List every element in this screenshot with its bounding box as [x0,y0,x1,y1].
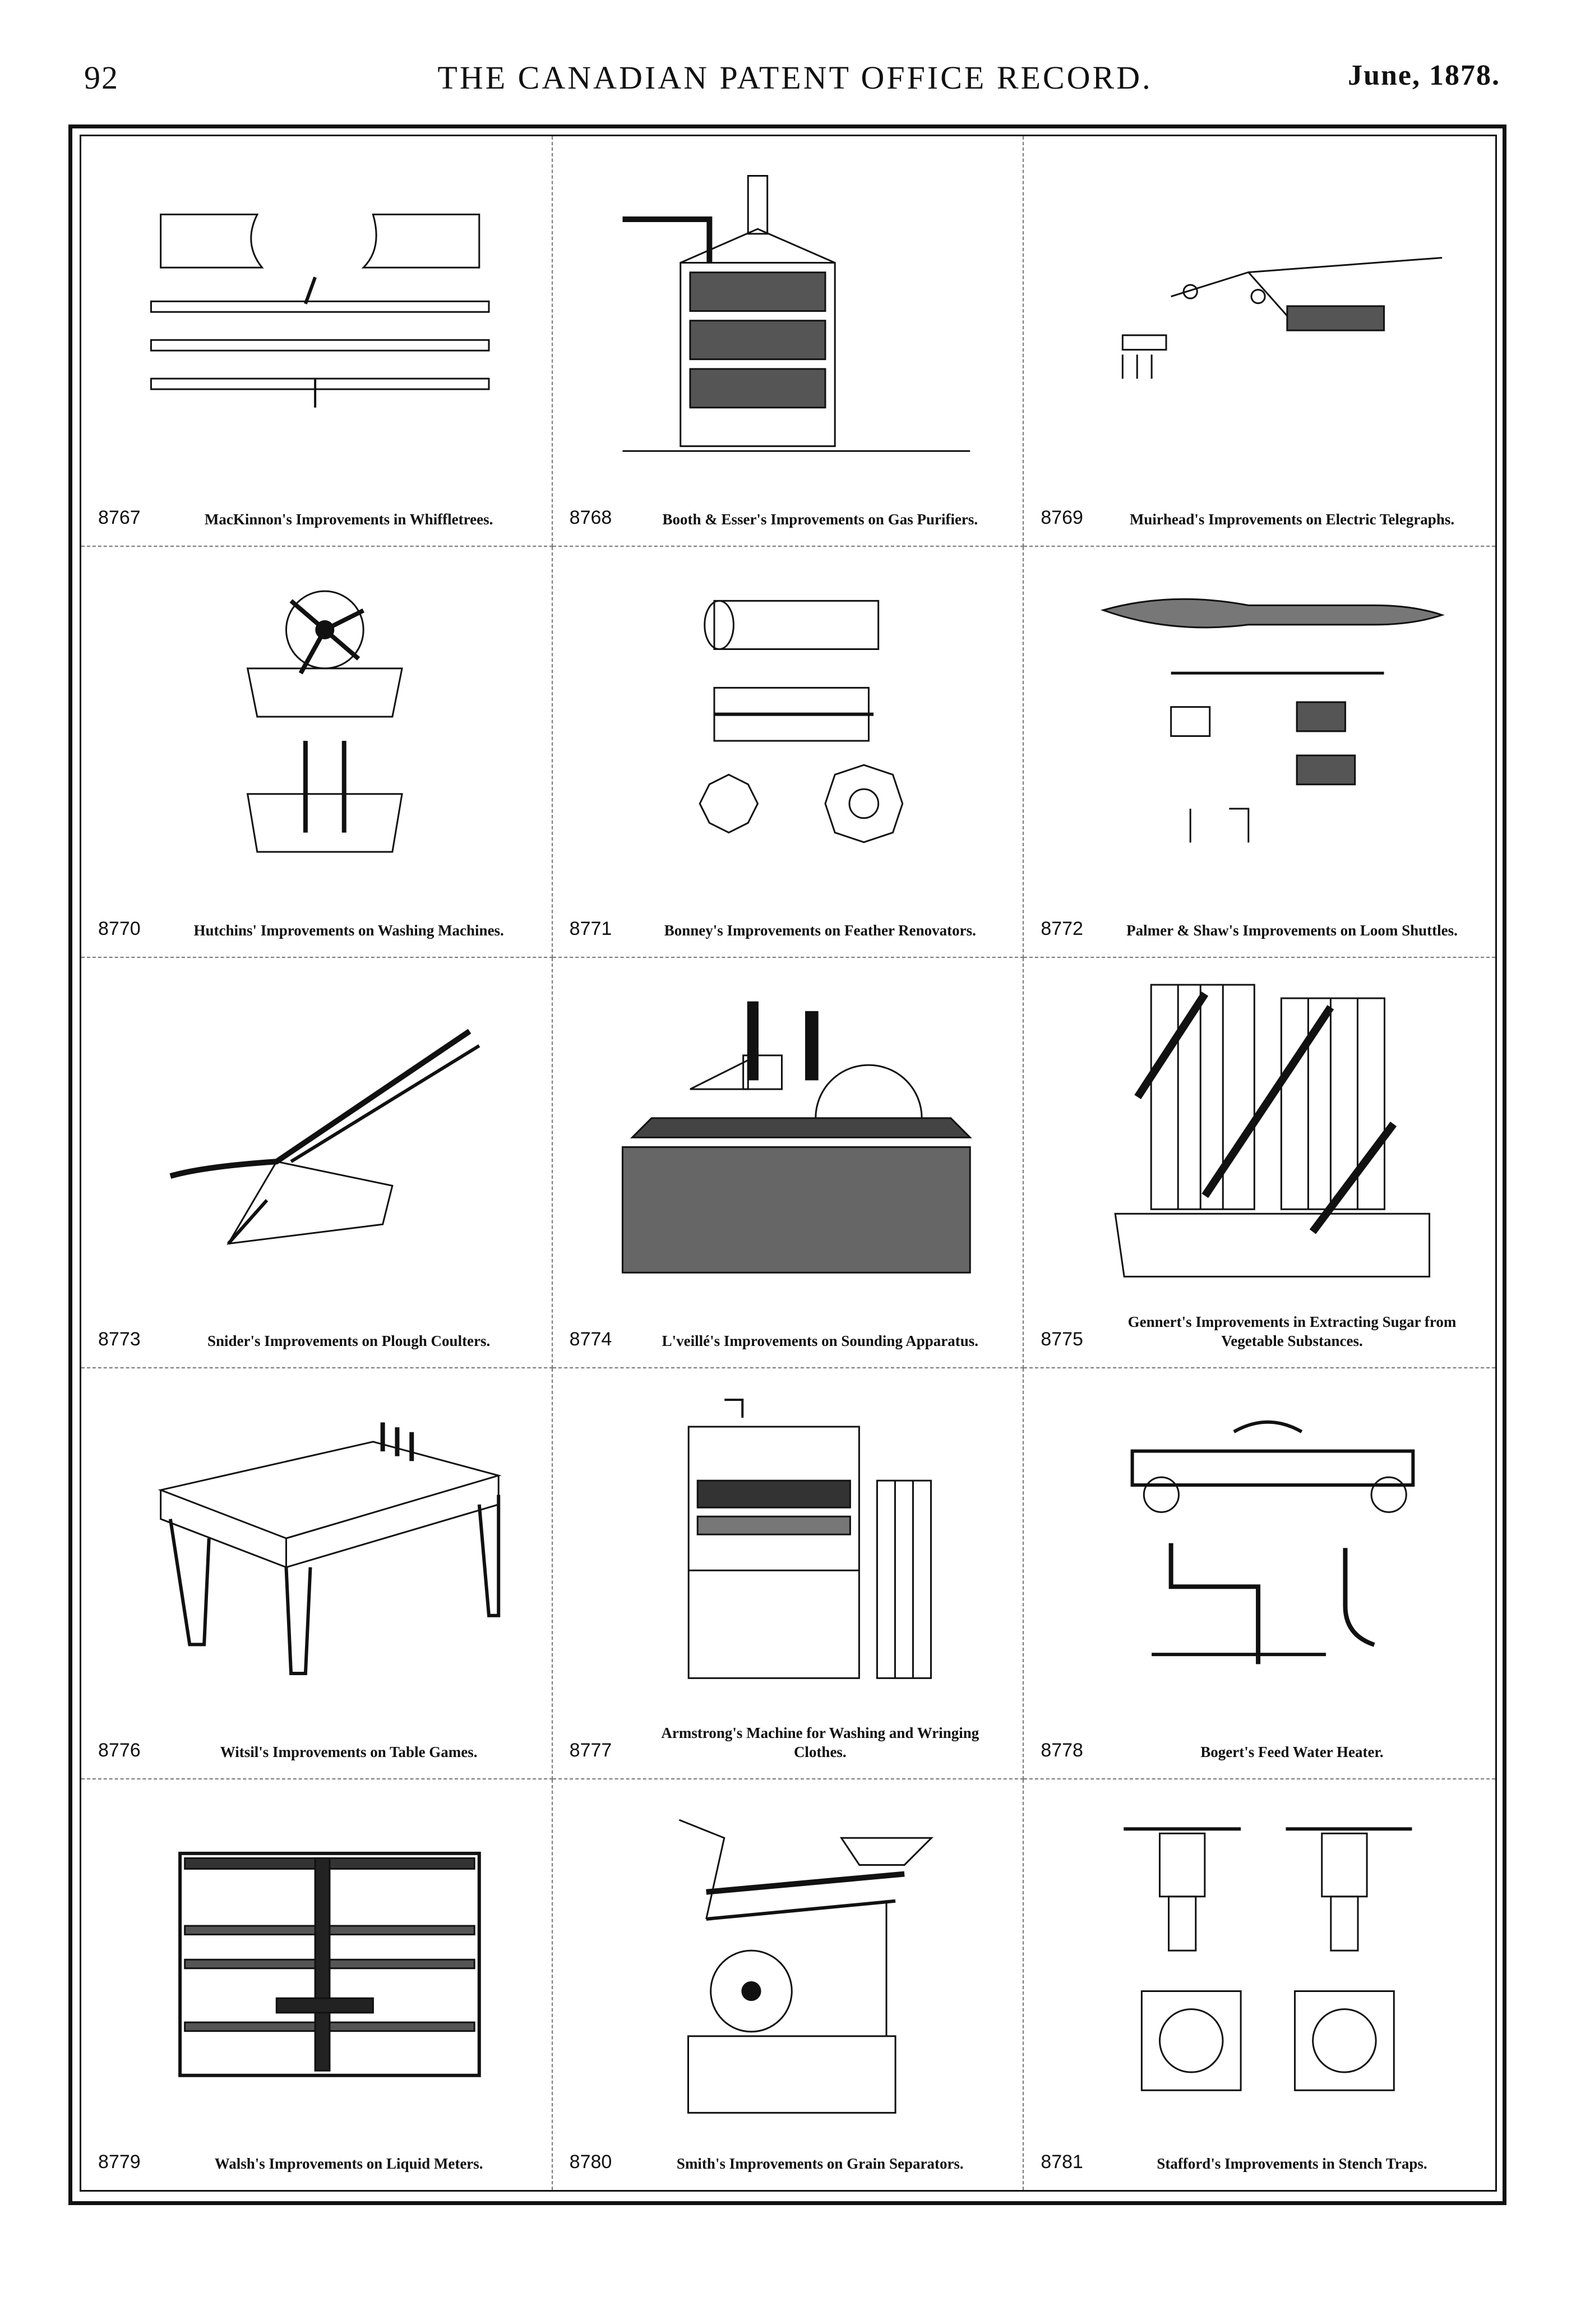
patent-cell: 8770 Hutchins' Improvements on Washing Ma… [81,547,553,958]
patent-illustration-washing-machine [132,569,518,883]
patent-title: Snider's Improvements on Plough Coulters… [207,1332,491,1350]
patent-title: Walsh's Improvements on Liquid Meters. [214,2155,483,2172]
patent-illustration-water-heater [1074,1391,1462,1705]
patent-cell: 8773 Snider's Improvements on Plough Coul… [81,957,553,1369]
patent-cell: 8779 Walsh's Improvements on Liquid Meter… [81,1779,553,2190]
patent-illustration-grain-separator [603,1802,990,2117]
patent-number: 8781 [1041,2151,1083,2173]
patent-title: Bogert's Feed Water Heater. [1200,1743,1384,1760]
patent-illustration-wringer [603,1391,990,1705]
patent-number: 8771 [569,917,612,939]
page-number: 92 [84,59,119,96]
patent-cell: 8776 Witsil's Improvements on Table Games… [81,1368,553,1779]
patent-number: 8779 [98,2151,141,2173]
patent-number: 8777 [569,1739,612,1761]
patent-title: Muirhead's Improvements on Electric Tele… [1129,511,1455,528]
patent-number: 8775 [1041,1329,1083,1350]
patent-number: 8776 [98,1739,141,1761]
patent-cell: 8767 MacKinnon's Improvements in Whifflet… [81,136,553,547]
patent-cell: 8775 Gennert's Improvements in Extracting… [1024,958,1495,1369]
patent-illustration-table-game [132,1391,518,1705]
patent-illustration-liquid-meter [132,1802,518,2117]
issue-date: June, 1878. [1348,59,1500,91]
outer-frame [68,125,1506,2205]
patent-illustration-loom-shuttle [1074,569,1462,883]
patent-number: 8768 [569,507,612,529]
patent-title: Smith's Improvements on Grain Separators… [676,2155,964,2172]
patent-cell: 8769 Muirhead's Improvements on Electric … [1024,136,1495,547]
patent-cell: 8778 Bogert's Feed Water Heater. [1024,1368,1495,1779]
patent-cell: 8768 Booth & Esser's Improvements on Gas … [552,136,1024,547]
patent-illustration-sugar-vessels [1074,980,1462,1294]
patent-illustration-plough [132,980,518,1294]
patent-number: 8769 [1041,507,1083,529]
patent-cell: 8781 Stafford's Improvements in Stench Tr… [1024,1779,1495,2190]
patent-illustration-feather-renovator [603,569,990,883]
patent-cell: 8777 Armstrong's Machine for Washing and … [552,1368,1024,1779]
patent-title: Palmer & Shaw's Improvements on Loom Shu… [1126,921,1458,939]
patent-cell: 8772 Palmer & Shaw's Improvements on Loom… [1024,547,1495,958]
patent-number: 8780 [569,2151,612,2173]
patent-cell: 8780 Smith's Improvements on Grain Separa… [553,1779,1024,2190]
patent-cell: 8774 L'veillé's Improvements on Sounding … [552,957,1024,1369]
patent-illustration-whiffletrees [132,159,518,473]
patent-number: 8767 [98,507,141,529]
patent-title: Stafford's Improvements in Stench Traps. [1157,2155,1427,2172]
patent-grid: 8767 MacKinnon's Improvements in Whifflet… [81,136,1495,2190]
patent-number: 8773 [98,1329,141,1350]
patent-title: Booth & Esser's Improvements on Gas Puri… [662,511,978,528]
patent-illustration-steamboat [603,980,990,1294]
patent-title: Witsil's Improvements on Table Games. [220,1743,478,1760]
patent-number: 8774 [569,1329,612,1350]
patent-title: MacKinnon's Improvements in Whiffletrees… [204,511,493,528]
patent-illustration-telegraph [1074,159,1462,473]
journal-title: THE CANADIAN PATENT OFFICE RECORD. [437,59,1153,96]
patent-title: Bonney's Improvements on Feather Renovat… [664,921,976,939]
patent-title: Gennert's Improvements in Extracting Sug… [1127,1313,1457,1350]
inner-frame [80,135,1497,2192]
patent-number: 8770 [98,917,141,939]
patent-title: Hutchins' Improvements on Washing Machin… [193,921,504,939]
patent-title: L'veillé's Improvements on Sounding Appa… [662,1332,978,1350]
patent-number: 8772 [1041,917,1083,939]
patent-cell: 8771 Bonney's Improvements on Feather Ren… [552,547,1024,958]
patent-illustration-gas-purifier [603,159,990,473]
patent-title: Armstrong's Machine for Washing and Wrin… [661,1724,979,1760]
patent-number: 8778 [1041,1739,1083,1761]
patent-illustration-stench-trap [1074,1802,1462,2117]
